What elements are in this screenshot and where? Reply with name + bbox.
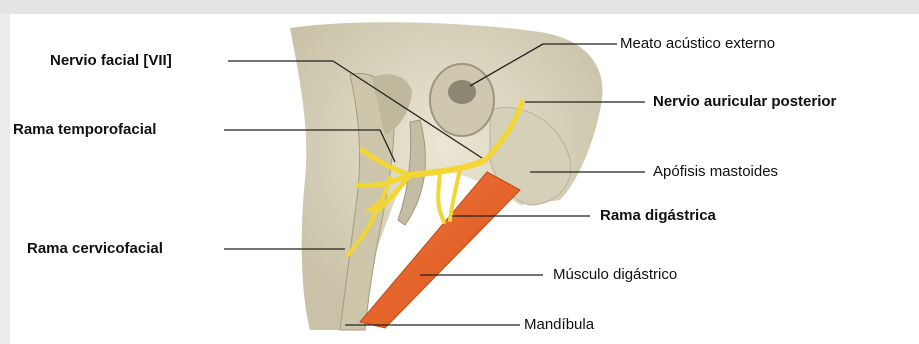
label-mandibula: Mandíbula: [524, 316, 594, 334]
meatus-opening: [448, 80, 476, 104]
label-apofisis-mastoides: Apófisis mastoides: [653, 163, 778, 181]
label-meato-acustico: Meato acústico externo: [620, 35, 775, 53]
label-nervio-facial: Nervio facial [VII]: [50, 52, 172, 70]
label-rama-cervicofacial: Rama cervicofacial: [27, 240, 163, 258]
label-musculo-digastrico: Músculo digástrico: [553, 266, 677, 284]
label-rama-digastrica: Rama digástrica: [600, 207, 716, 225]
label-nervio-auricular: Nervio auricular posterior: [653, 93, 836, 111]
label-rama-temporofacial: Rama temporofacial: [13, 121, 156, 139]
